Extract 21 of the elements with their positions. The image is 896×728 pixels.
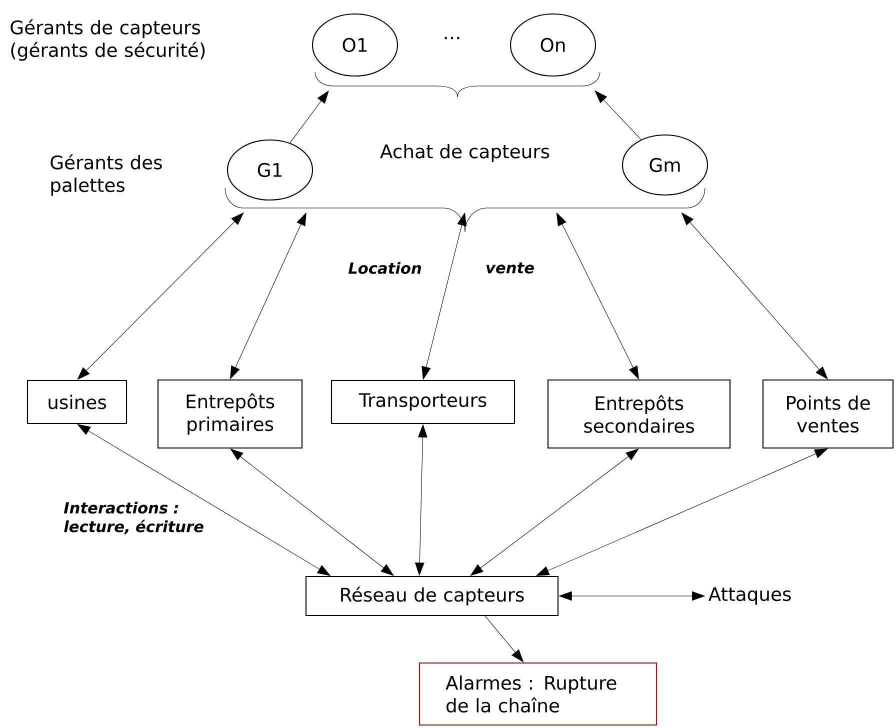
- ellipsis: …: [444, 36, 460, 40]
- node-label: Attaques: [708, 587, 791, 605]
- annotation-text: Location: [348, 262, 421, 274]
- alarm-box: Alarmes : Rupture de la chaîne: [418, 662, 658, 726]
- note-label: Interactions : lecture, écriture: [64, 502, 204, 534]
- ellipse-node: O1: [312, 13, 398, 77]
- process-box: Entrepôts secondaires: [547, 379, 731, 449]
- brace: [224, 188, 706, 232]
- brace: [314, 72, 600, 98]
- process-box: usines: [26, 380, 128, 424]
- ellipse-node: On: [510, 13, 596, 77]
- process-box: Transporteurs: [330, 380, 516, 424]
- annotation-text: Achat de capteurs: [380, 144, 550, 162]
- ellipse-node: G1: [226, 139, 314, 201]
- process-box: Entrepôts primaires: [157, 379, 303, 449]
- group-label: Gérants de capteurs (gérants de sécurité): [10, 19, 205, 61]
- annotation-text: vente: [486, 262, 534, 274]
- ellipse-node: Gm: [622, 134, 708, 196]
- process-box: Points de ventes: [762, 379, 894, 449]
- group-label: Gérants des palettes: [50, 154, 162, 196]
- process-box: Réseau de capteurs: [305, 576, 559, 616]
